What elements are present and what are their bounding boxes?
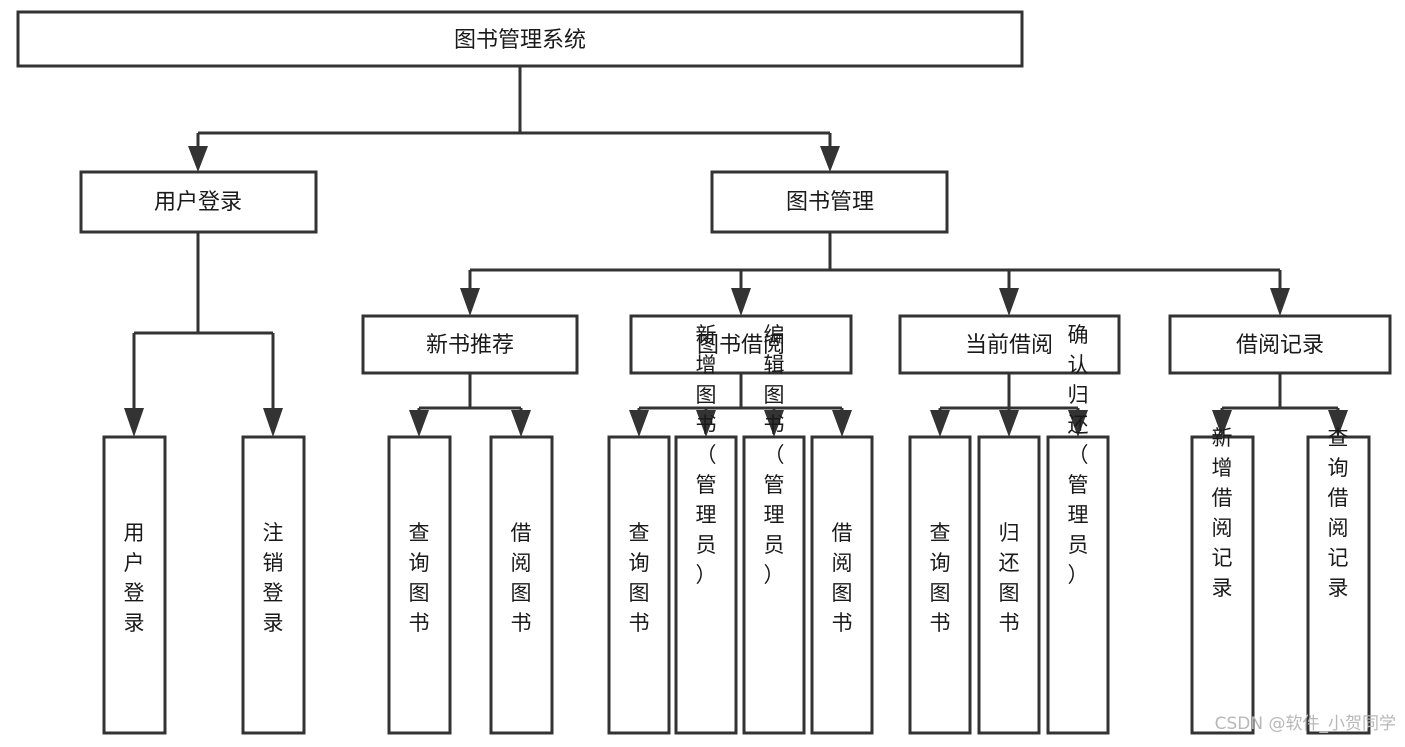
arrow-head-leaf-logout (263, 408, 283, 437)
leaf-user-login-box[interactable] (102, 435, 167, 735)
leaf-nb-borrow-book-box[interactable] (489, 435, 554, 735)
leaf-nb-borrow-book-label: 借阅图书 (511, 521, 532, 635)
node-current-borrow-label: 当前借阅 (965, 333, 1053, 358)
arrow-head-book-borrow (731, 288, 751, 316)
node-book-borrow-label: 图书借阅 (697, 333, 785, 358)
node-new-book-recommend-box[interactable] (361, 314, 579, 375)
arrow-head-user-login (188, 146, 208, 172)
leaf-nb-borrow-book[interactable]: 借阅图书 (489, 435, 554, 735)
leaf-bb-query-book[interactable]: 查询图书 (607, 435, 671, 735)
leaf-bb-add-book[interactable]: 新增图书（管理员） (674, 323, 738, 735)
node-borrow-record-label: 借阅记录 (1236, 333, 1324, 358)
leaf-user-login-label: 用户登录 (124, 521, 145, 635)
leaf-br-query-record-box[interactable] (1306, 435, 1371, 735)
node-root[interactable]: 图书管理系统 (16, 10, 1024, 68)
arrow-head-bb-leaf-3 (764, 410, 784, 437)
leaf-bb-edit-book[interactable]: 编辑图书（管理员） (742, 323, 806, 735)
connector-group-book-borrow (629, 373, 852, 437)
leaf-bb-edit-book-label: 编辑图书（管理员） (764, 323, 785, 587)
node-user-login[interactable]: 用户登录 (79, 170, 318, 234)
connector-group-borrow-record (1212, 373, 1348, 437)
node-new-book-recommend-label: 新书推荐 (426, 333, 514, 358)
leaf-cb-query-book[interactable]: 查询图书 (908, 435, 972, 735)
node-book-manage-box[interactable] (710, 170, 949, 234)
leaf-cb-return-book-label: 归还图书 (999, 521, 1020, 635)
csdn-watermark: CSDN @软件_小贺同学 (1215, 714, 1396, 734)
leaf-bb-add-book-label: 新增图书（管理员） (696, 323, 717, 587)
leaf-cb-query-book-label: 查询图书 (930, 521, 951, 635)
leaf-br-add-record-box[interactable] (1190, 435, 1255, 735)
connector-group-current-borrow (930, 373, 1088, 437)
leaf-logout-box[interactable] (241, 435, 306, 735)
arrow-head-new-book (460, 288, 480, 316)
arrow-head-bb-leaf-2 (696, 410, 716, 437)
arrow-head-bb-leaf-4 (832, 410, 852, 437)
node-book-manage[interactable]: 图书管理 (710, 170, 949, 234)
connector-group-root (188, 66, 840, 172)
arrow-head-br-leaf-1 (1212, 410, 1232, 437)
arrow-head-cb-leaf-2 (999, 410, 1019, 437)
leaf-bb-borrow-book-label: 借阅图书 (832, 521, 853, 635)
leaf-br-query-record-label: 查询借阅记录 (1328, 426, 1349, 600)
node-root-box[interactable] (16, 10, 1024, 68)
connector-group-user-login (124, 232, 283, 437)
leaf-logout[interactable]: 注销登录 (241, 435, 306, 735)
leaf-cb-return-book-box[interactable] (977, 435, 1041, 735)
leaf-br-add-record-label: 新增借阅记录 (1212, 426, 1233, 600)
node-borrow-record[interactable]: 借阅记录 (1168, 314, 1392, 375)
leaf-cb-confirm-return-box[interactable] (1046, 435, 1110, 735)
leaf-nb-query-book-box[interactable] (387, 435, 452, 735)
leaf-logout-label: 注销登录 (263, 521, 284, 635)
arrow-head-leaf-user-login (124, 408, 144, 437)
leaf-nb-query-book-label: 查询图书 (409, 521, 430, 635)
node-user-login-box[interactable] (79, 170, 318, 234)
leaf-cb-return-book[interactable]: 归还图书 (977, 435, 1041, 735)
node-book-borrow-box[interactable] (629, 314, 853, 375)
connector-group-new-book (409, 373, 531, 437)
arrow-head-book-manage (820, 146, 840, 172)
arrow-head-br-leaf-2 (1328, 410, 1348, 437)
arrow-head-bb-leaf-1 (629, 410, 649, 437)
leaf-cb-query-book-box[interactable] (908, 435, 972, 735)
leaf-nb-query-book[interactable]: 查询图书 (387, 435, 452, 735)
arrow-head-cb-leaf-3 (1068, 410, 1088, 437)
leaf-user-login[interactable]: 用户登录 (102, 435, 167, 735)
arrow-head-borrow-record (1270, 288, 1290, 316)
leaf-bb-add-book-box[interactable] (674, 435, 738, 735)
node-borrow-record-box[interactable] (1168, 314, 1392, 375)
node-current-borrow[interactable]: 当前借阅 (898, 314, 1121, 375)
leaf-bb-query-book-box[interactable] (607, 435, 671, 735)
leaf-cb-confirm-return[interactable]: 确认归还（管理员） (1046, 323, 1110, 735)
arrow-head-cb-leaf-1 (930, 410, 950, 437)
leaf-cb-confirm-return-label: 确认归还（管理员） (1068, 323, 1089, 587)
node-root-label: 图书管理系统 (454, 28, 586, 53)
node-current-borrow-box[interactable] (898, 314, 1121, 375)
arrow-head-current-borrow (999, 288, 1019, 316)
node-user-login-label: 用户登录 (154, 190, 242, 215)
leaf-bb-edit-book-box[interactable] (742, 435, 806, 735)
leaf-br-add-record[interactable]: 新增借阅记录 (1190, 426, 1255, 735)
leaf-bb-query-book-label: 查询图书 (629, 521, 650, 635)
leaf-br-query-record[interactable]: 查询借阅记录 (1306, 426, 1371, 735)
node-book-manage-label: 图书管理 (786, 190, 874, 215)
node-book-borrow[interactable]: 图书借阅 (629, 314, 853, 375)
leaf-bb-borrow-book-box[interactable] (810, 435, 874, 735)
arrow-head-nb-leaf-1 (409, 410, 429, 437)
connector-group-book-manage (460, 232, 1290, 316)
leaf-bb-borrow-book[interactable]: 借阅图书 (810, 435, 874, 735)
node-new-book-recommend[interactable]: 新书推荐 (361, 314, 579, 375)
arrow-head-nb-leaf-2 (511, 410, 531, 437)
